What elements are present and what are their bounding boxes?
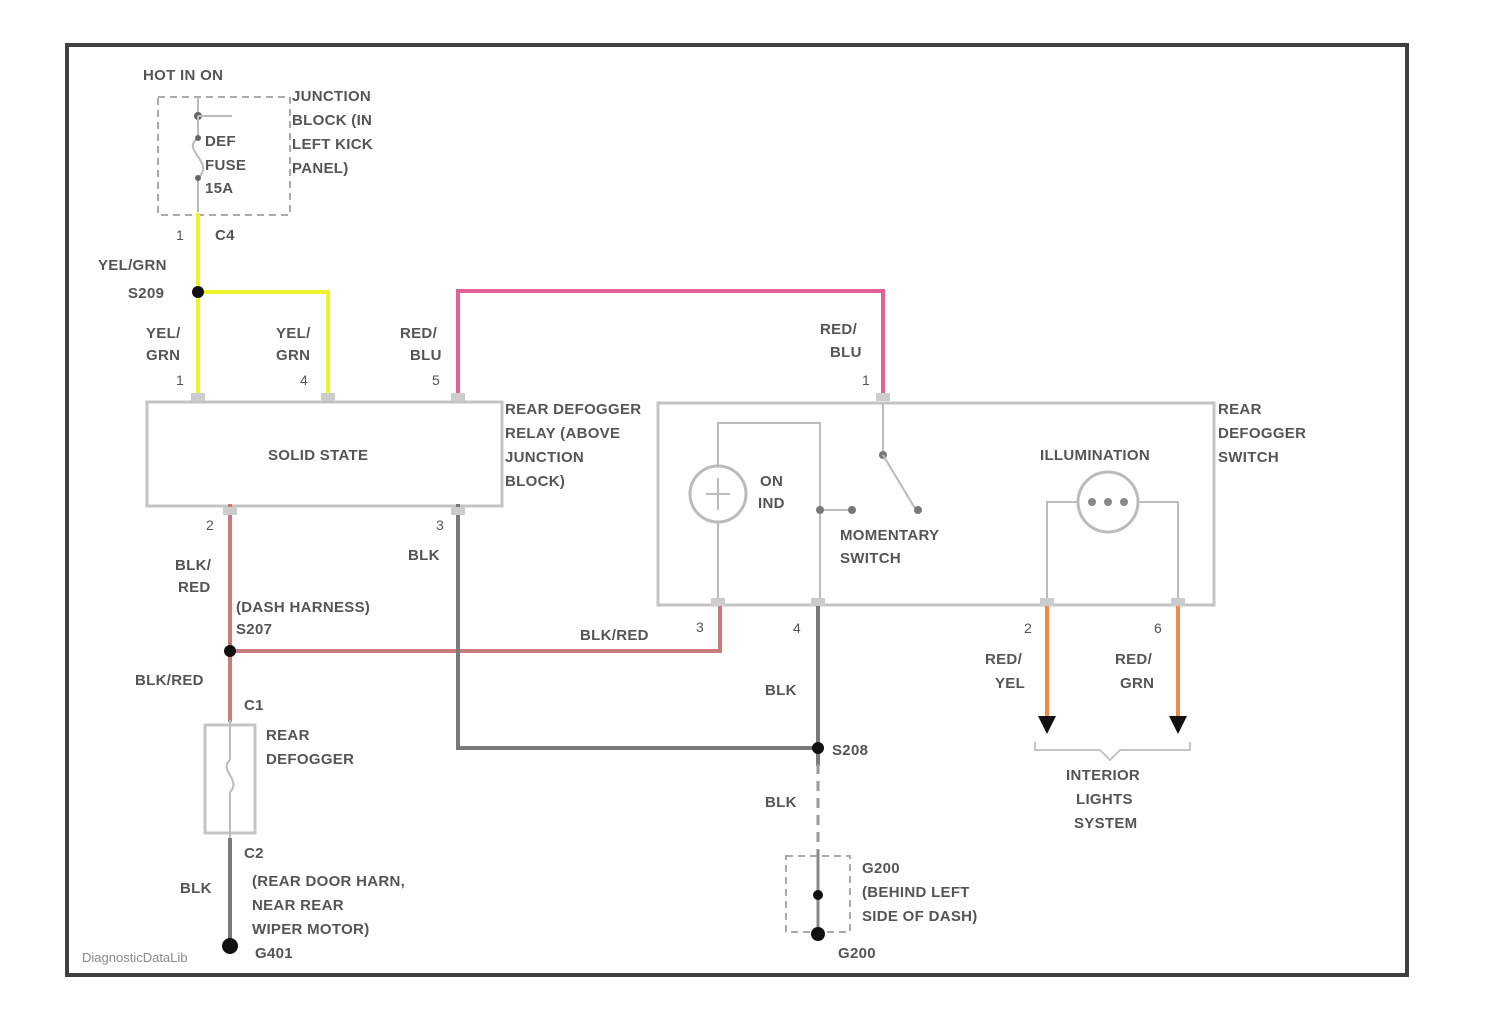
switch-node-a (816, 506, 824, 514)
terminal-switch-1 (876, 393, 890, 401)
label-s208: S208 (832, 742, 868, 759)
terminal-relay-5 (451, 393, 465, 401)
pin-switch-2: 2 (1024, 620, 1032, 636)
label-interior-1: INTERIOR (1066, 767, 1140, 784)
label-rear-door-1: (REAR DOOR HARN, (252, 873, 405, 890)
label-junction-block-1: JUNCTION (292, 88, 371, 105)
terminal-relay-1 (191, 393, 205, 401)
label-fuse-3: 15A (205, 180, 233, 197)
label-blk-red-mid: BLK/RED (580, 627, 649, 644)
label-red-grn-2: GRN (1120, 675, 1154, 692)
label-g200-2: (BEHIND LEFT (862, 884, 970, 901)
label-rear-door-2: NEAR REAR (252, 897, 344, 914)
label-wire-yel-grn: YEL/GRN (98, 257, 167, 274)
label-red-yel-2: YEL (995, 675, 1025, 692)
illumination-lamp-dot-b (1104, 498, 1112, 506)
terminal-switch-2 (1040, 598, 1054, 606)
label-hot-in-on: HOT IN ON (143, 67, 223, 84)
label-grn-2: GRN (276, 347, 310, 364)
label-blk-1: BLK (408, 547, 440, 564)
label-g200-3: SIDE OF DASH) (862, 908, 978, 925)
fuse-terminal-bottom (195, 175, 201, 181)
pin-switch-1: 1 (862, 372, 870, 388)
switch-node-b (848, 506, 856, 514)
label-c2: C2 (244, 845, 264, 862)
terminal-relay-4 (321, 393, 335, 401)
pin-relay-1: 1 (176, 372, 184, 388)
switch-contact (914, 506, 922, 514)
pin-relay-5: 5 (432, 372, 440, 388)
g200-ground-icon (811, 927, 825, 941)
label-dash-harness-2: S207 (236, 621, 272, 638)
splice-s208-dot (812, 742, 824, 754)
label-red-1: RED/ (400, 325, 438, 342)
terminal-switch-4 (811, 598, 825, 606)
terminal-switch-6 (1171, 598, 1185, 606)
label-red-grn-1: RED/ (1115, 651, 1153, 668)
label-switch-3: SWITCH (1218, 449, 1279, 466)
pin-relay-4: 4 (300, 372, 308, 388)
label-blk-red-1: BLK/ (175, 557, 212, 574)
label-dash-harness-1: (DASH HARNESS) (236, 599, 370, 616)
label-on-ind-1: ON (760, 473, 783, 490)
label-junction-block-3: LEFT KICK (292, 136, 373, 153)
terminal-relay-2 (223, 507, 237, 515)
label-solid-state: SOLID STATE (268, 447, 368, 464)
label-fuse-2: FUSE (205, 157, 246, 174)
label-blk-3: BLK (765, 682, 797, 699)
illumination-lamp-dot-a (1088, 498, 1096, 506)
label-relay-1: REAR DEFOGGER (505, 401, 641, 418)
label-relay-2: RELAY (ABOVE (505, 425, 620, 442)
label-yel-1: YEL/ (146, 325, 181, 342)
splice-s207-dot (224, 645, 236, 657)
splice-s209-dot (192, 286, 204, 298)
pin-relay-3: 3 (436, 517, 444, 533)
label-fuse-1: DEF (205, 133, 236, 150)
pin-switch-6: 6 (1154, 620, 1162, 636)
g200-node (813, 890, 823, 900)
pin-relay-2: 2 (206, 517, 214, 533)
label-blu-2: BLU (830, 344, 862, 361)
label-momentary-1: MOMENTARY (840, 527, 939, 544)
label-g200-1: G200 (862, 860, 900, 877)
label-illumination: ILLUMINATION (1040, 447, 1150, 464)
watermark: DiagnosticDataLib (82, 950, 188, 965)
label-interior-2: LIGHTS (1076, 791, 1133, 808)
label-junction-block-4: PANEL) (292, 160, 349, 177)
fuse-terminal-mid (195, 135, 201, 141)
terminal-switch-3 (711, 598, 725, 606)
label-switch-2: DEFOGGER (1218, 425, 1306, 442)
label-rear-door-3: WIPER MOTOR) (252, 921, 369, 938)
label-splice-s209: S209 (128, 285, 164, 302)
label-rear-defogger-1: REAR (266, 727, 310, 744)
illumination-lamp-dot-c (1120, 498, 1128, 506)
label-switch-1: REAR (1218, 401, 1262, 418)
label-red-2: RED/ (820, 321, 858, 338)
label-c1: C1 (244, 697, 264, 714)
label-rear-defogger-2: DEFOGGER (266, 751, 354, 768)
label-interior-3: SYSTEM (1074, 815, 1137, 832)
label-blk-2: BLK (180, 880, 212, 897)
label-junction-block-2: BLOCK (IN (292, 112, 372, 129)
label-grn-1: GRN (146, 347, 180, 364)
label-yel-2: YEL/ (276, 325, 311, 342)
label-relay-3: JUNCTION (505, 449, 584, 466)
label-g200-4: G200 (838, 945, 876, 962)
label-on-ind-2: IND (758, 495, 785, 512)
label-blk-red-2: RED (178, 579, 211, 596)
pin-fuse-out: 1 (176, 227, 184, 243)
pin-switch-3: 3 (696, 619, 704, 635)
g401-ground-icon (222, 938, 238, 954)
label-red-yel-1: RED/ (985, 651, 1023, 668)
pin-switch-4: 4 (793, 620, 801, 636)
label-blu-1: BLU (410, 347, 442, 364)
label-momentary-2: SWITCH (840, 550, 901, 567)
label-connector-c4: C4 (215, 227, 235, 244)
label-blk-4: BLK (765, 794, 797, 811)
label-relay-4: BLOCK) (505, 473, 565, 490)
label-g401: G401 (255, 945, 293, 962)
terminal-relay-3 (451, 507, 465, 515)
label-blk-red-left: BLK/RED (135, 672, 204, 689)
